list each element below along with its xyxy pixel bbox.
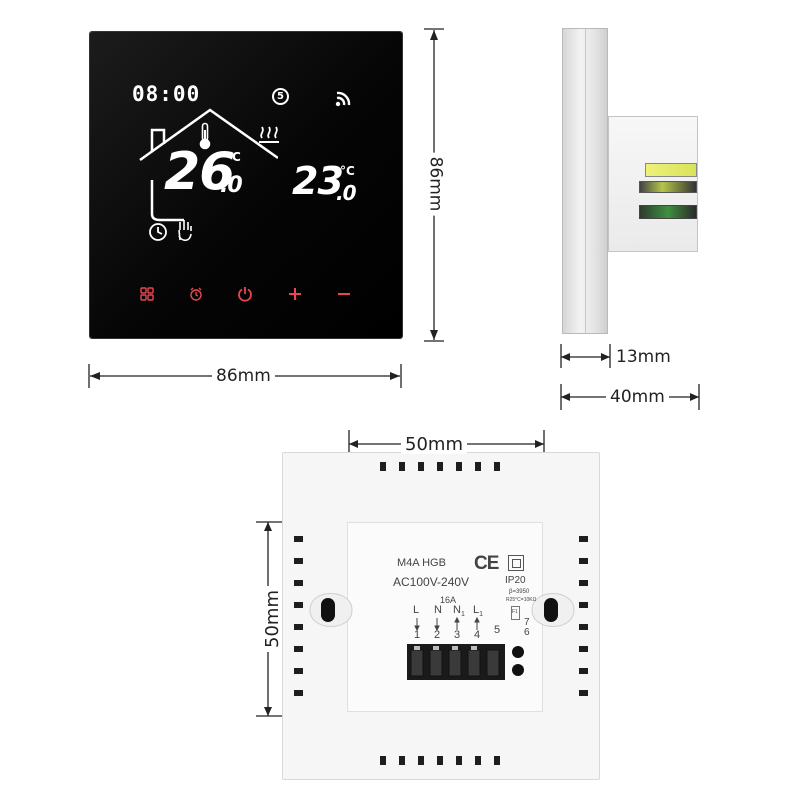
program-number-icon: 5 [272, 88, 289, 105]
power-icon [238, 287, 252, 302]
set-temperature: 23 [292, 159, 344, 203]
menu-touch-key[interactable] [137, 284, 157, 304]
minus-icon [338, 293, 350, 295]
terminal-name-4: L1 [473, 604, 483, 618]
sensor-beta: β=3950 [509, 589, 530, 595]
back-box-width-label: 50mm [401, 436, 467, 454]
terminal-number-4: 4 [474, 629, 481, 641]
room-temperature-decimal: .0 [220, 173, 243, 198]
terminal-name-4-letter: L [473, 604, 480, 616]
thermometer-icon [199, 122, 211, 150]
sensor-box-label: F1 [512, 609, 518, 615]
terminal-name-3: N1 [453, 604, 465, 618]
current-rating: 16A [440, 595, 457, 605]
plus-icon [289, 288, 301, 300]
side-plate-depth-label: 13mm [612, 348, 675, 366]
wifi-icon [335, 91, 351, 107]
back-box-height-label: 50mm [262, 586, 283, 652]
plus-touch-key[interactable] [285, 284, 305, 304]
room-temperature-unit: °C [226, 150, 241, 164]
mounting-slot-left [309, 593, 353, 627]
terminal-name-1: L [413, 604, 420, 616]
model-label: M4A HGB [397, 557, 446, 569]
sensor-terminal-7: 7 [524, 617, 530, 628]
clock-touch-key[interactable] [186, 284, 206, 304]
terminal-middle [639, 181, 697, 193]
terminal-name-4-sub: 1 [479, 611, 484, 619]
ip-rating: IP20 [505, 575, 526, 586]
minus-touch-key[interactable] [334, 284, 354, 304]
sensor-resistance: R25°C=10KΩ [506, 597, 537, 603]
terminal-number-2: 2 [434, 629, 441, 641]
terminal-arrows [414, 616, 480, 632]
terminal-green [639, 205, 697, 219]
thermostat-front-panel: 08:00 5 26 °C .0 23 °C .0 [90, 32, 402, 338]
terminal-name-2: N [434, 604, 442, 616]
heating-icon [259, 126, 279, 143]
back-vent-slots [294, 462, 588, 765]
side-plate-seam [585, 29, 586, 333]
side-total-depth-label: 40mm [606, 388, 669, 406]
sensor-box: F1 [511, 606, 520, 620]
menu-grid-icon [140, 287, 154, 301]
power-touch-key[interactable] [235, 284, 255, 304]
schedule-clock-icon [149, 223, 167, 241]
terminal-name-3-letter: N [453, 604, 461, 616]
house-outline-icon [139, 108, 278, 222]
manual-hand-icon [178, 220, 192, 242]
mounting-slot-right [531, 593, 575, 627]
front-height-label: 86mm [425, 152, 445, 216]
terminal-number-1: 1 [414, 629, 421, 641]
terminal-name-3-sub: 1 [460, 611, 465, 619]
voltage-label: AC100V-240V [393, 575, 470, 589]
program-number: 5 [277, 91, 284, 102]
room-temperature: 26 [164, 142, 235, 202]
front-width-label: 86mm [212, 367, 275, 385]
side-view-body [608, 116, 698, 252]
alarm-clock-icon [190, 287, 202, 301]
set-temperature-unit: °C [340, 164, 355, 178]
side-view-faceplate [562, 28, 608, 334]
sensor-terminal-6: 6 [524, 627, 530, 638]
terminal-number-3: 3 [454, 629, 461, 641]
clock-display: 08:00 [132, 82, 201, 106]
terminal-yellow [645, 163, 697, 177]
ce-mark: CE [474, 553, 499, 574]
set-temperature-decimal: .0 [336, 181, 356, 205]
double-insulation-icon [508, 555, 524, 571]
terminal-number-5: 5 [494, 624, 501, 636]
terminal-block [407, 644, 524, 680]
